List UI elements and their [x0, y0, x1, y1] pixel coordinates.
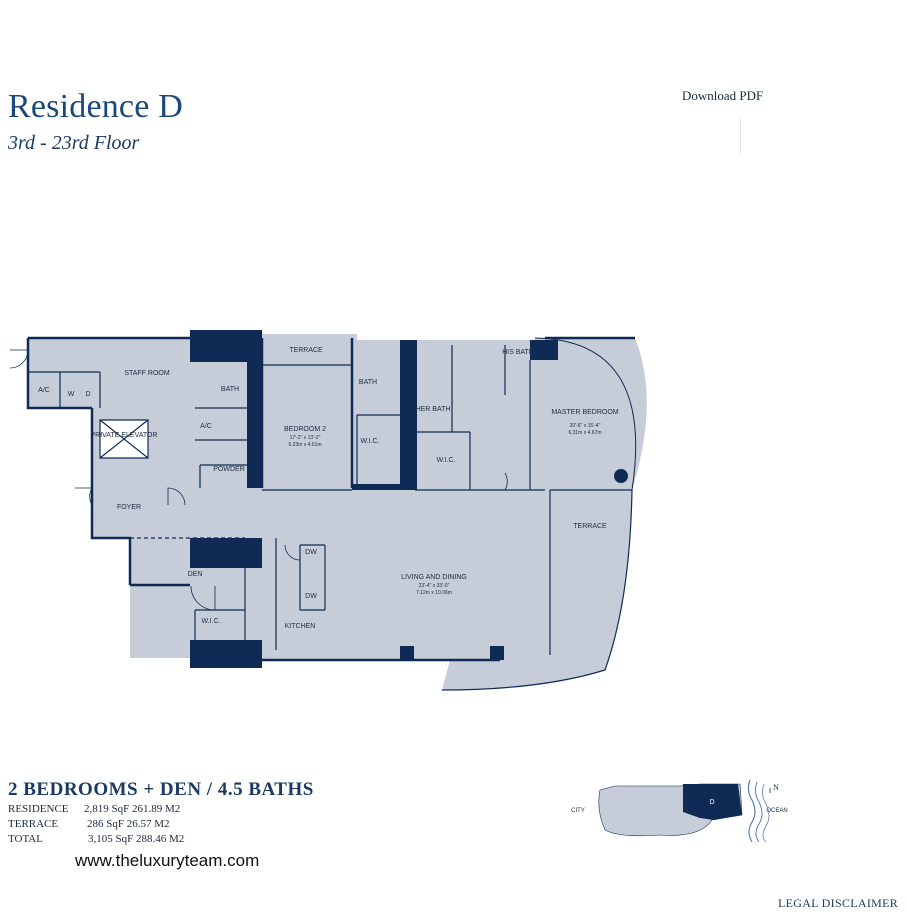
area-label: TERRACE: [8, 818, 59, 830]
room-dimensions: 6.31m x 4.67m: [568, 430, 601, 436]
room-label: STAFF ROOM: [124, 370, 170, 377]
structural-columns: [190, 330, 628, 668]
area-table: RESIDENCE 2,819 SqF 261.89 M2 TERRACE 28…: [8, 802, 308, 847]
room-label: A/C: [200, 423, 212, 430]
area-label: TOTAL: [8, 833, 43, 845]
interior-walls: [28, 337, 637, 691]
appliance-label: DW: [305, 549, 317, 556]
room-dimensions: 5.23m x 4.01m: [288, 442, 321, 448]
divider: [740, 118, 741, 154]
area-value: 2,819 SqF 261.89 M2: [84, 803, 181, 815]
room-label: TERRACE: [289, 347, 323, 354]
key-plan: D CITY OCEAN N: [571, 779, 788, 842]
room-dimensions: 20'-8" x 15'-4": [570, 423, 601, 429]
area-row: TERRACE 286 SqF 26.57 M2: [8, 817, 308, 832]
room-label: W: [68, 391, 75, 398]
appliance-label: DW: [305, 593, 317, 600]
website-url: www.theluxuryteam.com: [75, 851, 260, 870]
room-label: DEN: [188, 571, 203, 578]
room-label: KITCHEN: [285, 623, 316, 630]
area-value: 286 SqF 26.57 M2: [87, 818, 170, 830]
north-label: N: [773, 783, 779, 792]
door-swings: [9, 349, 508, 611]
room-label: D: [85, 391, 90, 398]
residence-title: Residence D: [8, 88, 183, 125]
unit-d-highlight: [683, 784, 742, 820]
room-label: HER BATH: [416, 406, 451, 413]
area-label: RESIDENCE: [8, 803, 69, 815]
room-label: HIS BATH: [502, 349, 534, 356]
room-label: POWDER: [213, 466, 245, 473]
room-label: BATH: [221, 386, 239, 393]
room-label: A/C: [38, 387, 50, 394]
room-label: W.I.C.: [201, 618, 220, 625]
room-label: LIVING AND DINING: [401, 574, 467, 581]
room-label: TERRACE: [573, 523, 607, 530]
city-label: CITY: [571, 808, 585, 814]
floor-plan: A/C W D STAFF ROOM BATH A/C POWDER PRIVA…: [9, 330, 647, 691]
room-dimensions: 7.12m x 10.06m: [416, 590, 452, 596]
area-value: 3,105 SqF 288.46 M2: [88, 833, 185, 845]
room-label: PRIVATE ELEVATOR: [90, 432, 157, 439]
wave-icon: [747, 779, 756, 842]
room-label: BEDROOM 2: [284, 426, 326, 433]
wave-icon: [754, 781, 763, 842]
room-label: W.I.C.: [436, 457, 455, 464]
legal-disclaimer-link[interactable]: LEGAL DISCLAIMER: [778, 896, 899, 910]
download-pdf-link[interactable]: Download PDF: [682, 88, 764, 103]
room-label: MASTER BEDROOM: [551, 409, 618, 416]
ocean-label: OCEAN: [766, 808, 787, 814]
wave-icon: [762, 783, 770, 842]
floor-range: 3rd - 23rd Floor: [8, 132, 140, 154]
unit-marker: D: [709, 799, 714, 806]
area-row: TOTAL 3,105 SqF 288.46 M2: [8, 832, 308, 847]
room-dimensions: 23'-4" x 33'-0": [419, 583, 450, 589]
room-dimensions: 17'-2" x 13'-2": [290, 435, 321, 441]
room-label: BATH: [359, 379, 377, 386]
room-label: FOYER: [117, 504, 141, 511]
area-row: RESIDENCE 2,819 SqF 261.89 M2: [8, 802, 308, 817]
floor-area: [28, 334, 647, 690]
unit-summary-headline: 2 BEDROOMS + DEN / 4.5 BATHS: [8, 779, 314, 800]
room-label: W.I.C.: [360, 438, 379, 445]
